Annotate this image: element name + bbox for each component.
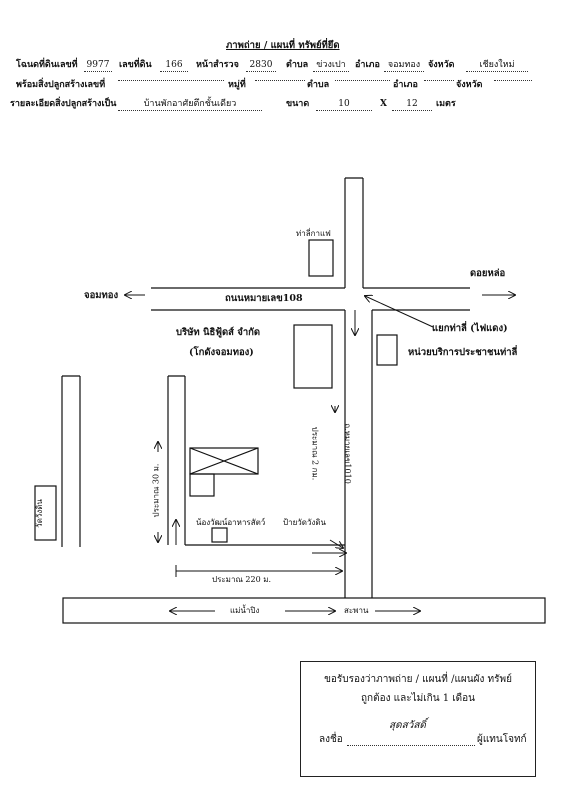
amphoe2-label: อำเภอ: [393, 80, 418, 90]
house-building: [189, 447, 259, 475]
junction-label: แยกท่าลี่ (ไฟแดง): [432, 323, 508, 334]
soi-number-label: ถ.หมายเลข1010: [342, 423, 352, 484]
representative-role: ผู้แทนโจทก์: [477, 734, 527, 745]
coffee-shop-building: [308, 239, 334, 277]
moo-label: หมู่ที่: [228, 80, 246, 90]
amphoe2-value: [424, 80, 454, 81]
temple-building: [34, 485, 57, 541]
service-unit-label: หน่วยบริการประชาชนท่าลี่: [408, 347, 518, 358]
feed-shop-label: น้องวัฒน์อาหารสัตว์: [196, 518, 266, 527]
building-label: พร้อมสิ่งปลูกสร้างเลขที่: [16, 80, 106, 90]
deed-label: โฉนดที่ดินเลขที่: [16, 60, 78, 70]
arrow-junction-pointer: [365, 296, 434, 328]
bridge-label: สะพาน: [344, 606, 369, 615]
arrow-sign: [329, 539, 343, 548]
detail-label: รายละเอียดสิ่งปลูกสร้างเป็น: [10, 99, 117, 109]
feed-shop-building: [211, 527, 228, 543]
moo-value: [255, 80, 305, 81]
canal-label: แม่น้ำปิง: [230, 606, 260, 615]
size-x: X: [380, 99, 387, 109]
doilo-label: ดอยหล่อ: [470, 268, 506, 279]
size-width: 10: [316, 99, 372, 111]
company-name: บริษัท นิธิฟู้ดส์ จำกัด: [176, 327, 261, 338]
distance-2km-label: ประมาณ 2 กม.: [310, 426, 320, 481]
province2-value: [494, 80, 532, 81]
signature: สุดสวัสดิ์: [389, 720, 426, 731]
distance-30m-label: ประมาณ 30 ม.: [151, 463, 161, 518]
province-value: เชียงใหม่: [466, 60, 528, 72]
size-label: ขนาด: [286, 99, 310, 109]
certify-line-1: ขอรับรองว่าภาพถ่าย / แผนที่ /แผนผัง ทรัพ…: [324, 674, 512, 685]
chomthong-label: จอมทอง: [84, 290, 119, 301]
house-annex: [189, 473, 215, 497]
size-unit: เมตร: [436, 99, 456, 109]
tambon2-label: ตำบล: [307, 80, 330, 90]
sign-label-text: ลงชื่อ: [319, 734, 343, 745]
size-length: 12: [392, 99, 432, 111]
tambon-value: ข่วงเปา: [313, 60, 349, 72]
canal-band: [62, 597, 546, 624]
temple-label: วัดวังดิน: [34, 499, 44, 528]
survey-number: 2830: [246, 60, 276, 72]
province2-label: จังหวัด: [456, 80, 483, 90]
land-number: 166: [160, 60, 188, 72]
tambon2-value: [335, 80, 390, 81]
coffee-shop-label: ท่าลี่กาแฟ: [296, 229, 331, 238]
certify-line-2: ถูกต้อง และไม่เกิน 1 เดือน: [360, 693, 476, 704]
detail-value: บ้านพักอาศัยตึกชั้นเดียว: [118, 99, 262, 111]
company-subtitle: (โกดังจอมทอง): [189, 347, 254, 358]
distance-220m-label: ประมาณ 220 ม.: [212, 575, 272, 584]
land-number-label: เลขที่ดิน: [119, 60, 152, 70]
warehouse-building: [293, 324, 333, 389]
survey-label: หน้าสำรวจ: [196, 60, 239, 70]
tambon-label: ตำบล: [286, 60, 309, 70]
signature-line: [347, 734, 475, 746]
service-unit-building: [376, 334, 398, 366]
highway-108-label: ถนนหมายเลข108: [225, 293, 303, 304]
province-label: จังหวัด: [428, 60, 455, 70]
certification-box: ขอรับรองว่าภาพถ่าย / แผนที่ /แผนผัง ทรัพ…: [300, 661, 536, 777]
page-title: ภาพถ่าย / แผนที่ ทรัพย์ที่ยึด: [226, 40, 340, 51]
building-number: [118, 80, 224, 81]
amphoe-label: อำเภอ: [355, 60, 380, 70]
sign-label: ป้ายวัดวังดิน: [283, 518, 327, 527]
deed-number: 9977: [84, 60, 112, 72]
amphoe-value: จอมทอง: [384, 60, 424, 72]
